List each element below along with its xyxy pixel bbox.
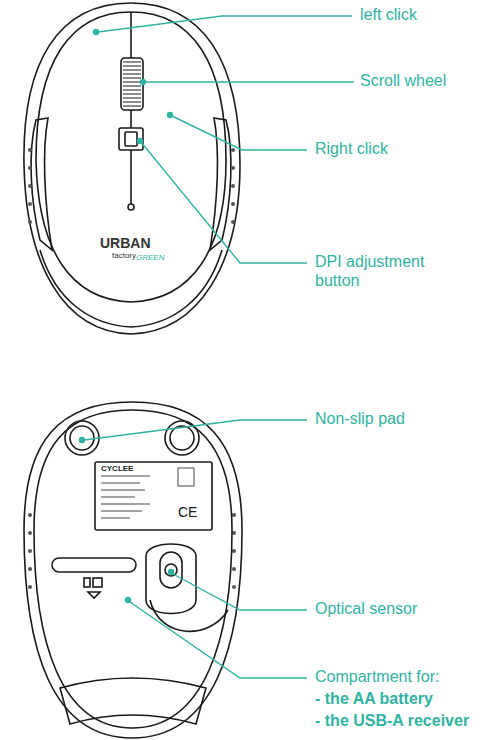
brand-logo: GREEN <box>136 253 164 263</box>
part-name: Non-slip pad <box>315 409 405 428</box>
rib <box>123 86 141 87</box>
product-label: CYCLEE <box>101 464 133 474</box>
bottom-view <box>24 402 242 738</box>
grip-dot <box>28 166 32 170</box>
rib <box>123 98 141 99</box>
leader-lines <box>80 16 355 678</box>
part-name: Compartment for: <box>315 667 439 686</box>
rib <box>123 70 141 71</box>
grip-dot <box>28 220 32 224</box>
grip-dot <box>28 202 32 206</box>
part-name: Scroll wheel <box>360 71 446 90</box>
brand-logo: URBAN <box>100 235 151 252</box>
part-name: - the AA battery <box>315 689 433 708</box>
rib <box>123 78 141 79</box>
rib <box>123 74 141 75</box>
rib <box>123 102 141 103</box>
rib <box>123 82 141 83</box>
part-name: - the USB-A receiver <box>315 711 469 730</box>
part-name: Optical sensor <box>315 599 417 618</box>
brand-logo: factory <box>112 251 136 261</box>
grip-dot <box>231 166 235 170</box>
top-view <box>24 3 240 334</box>
rib <box>123 94 141 95</box>
part-name: DPI adjustment button <box>315 252 465 290</box>
grip-dot <box>231 220 235 224</box>
grip-dot <box>28 585 32 589</box>
grip-dot <box>28 148 32 152</box>
rib <box>123 90 141 91</box>
product-label: CE <box>178 504 197 521</box>
grip-dot <box>231 148 235 152</box>
scroll-wheel-ribs <box>123 62 141 106</box>
grip-dot <box>28 184 32 188</box>
grip-dot <box>231 202 235 206</box>
rib <box>123 62 141 63</box>
grip-dot <box>28 531 32 535</box>
grip-dot <box>232 513 236 517</box>
side-grip-dots <box>28 148 236 589</box>
grip-dot <box>28 567 32 571</box>
grip-dot <box>231 184 235 188</box>
rib <box>123 106 141 107</box>
part-name: left click <box>360 5 417 24</box>
grip-dot <box>232 585 236 589</box>
rib <box>123 66 141 67</box>
grip-dot <box>28 549 32 553</box>
grip-dot <box>28 513 32 517</box>
grip-dot <box>232 549 236 553</box>
grip-dot <box>232 567 236 571</box>
part-name: Right click <box>315 139 388 158</box>
